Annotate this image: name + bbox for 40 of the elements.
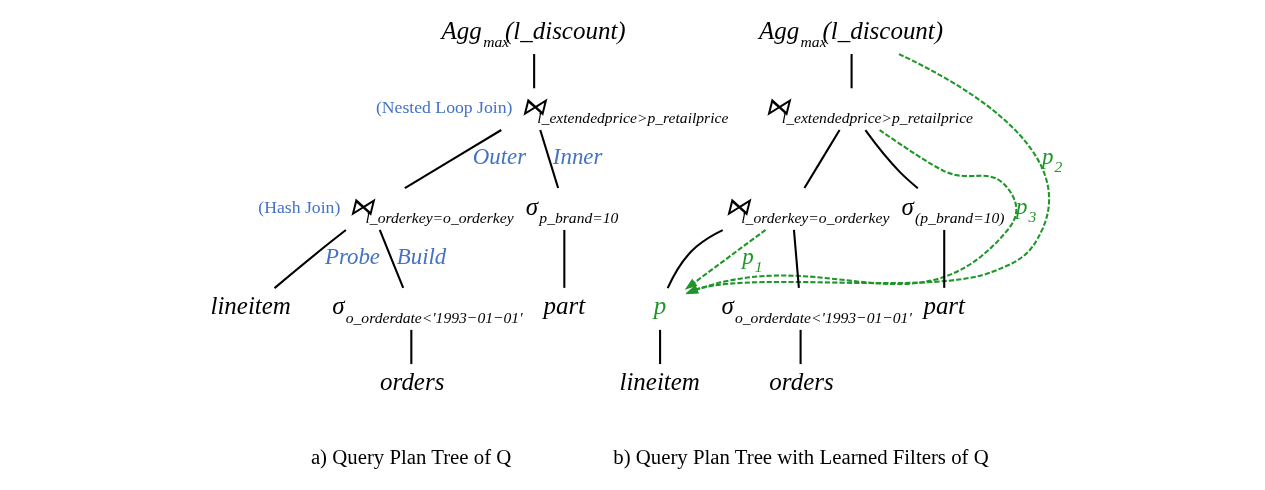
connector bbox=[659, 329, 662, 365]
node-text: σ$_{p_brand=10}$ bbox=[525, 192, 619, 226]
connector bbox=[410, 329, 413, 365]
node-text: p bbox=[653, 292, 667, 320]
node-text: lineitem bbox=[210, 292, 291, 320]
connector bbox=[533, 54, 536, 89]
connector bbox=[404, 129, 502, 189]
node-text: σ$_{o_orderdate<'1993−01−01'}$ bbox=[332, 292, 523, 326]
connector bbox=[799, 329, 802, 365]
arrow bbox=[684, 229, 767, 290]
node-text: orders bbox=[380, 368, 445, 396]
node-text: lineitem bbox=[619, 368, 700, 396]
edge-label: p$_{1}$ bbox=[742, 243, 763, 276]
node-text: Agg$_{max}$(l_discount) bbox=[758, 16, 944, 51]
edge-label: Probe bbox=[324, 243, 380, 269]
node-text: σ$_{(p_brand=10)}$ bbox=[901, 192, 1005, 226]
label: a) Query Plan Tree of Q bbox=[310, 445, 512, 470]
connector bbox=[378, 229, 405, 289]
node-text: orders bbox=[769, 368, 834, 396]
connector bbox=[273, 229, 347, 289]
node-text: σ$_{o_orderdate<'1993−01−01'}$ bbox=[721, 292, 912, 326]
node-label: (Hash Join) bbox=[258, 197, 341, 218]
node-text: part bbox=[543, 292, 586, 320]
connector bbox=[850, 54, 853, 89]
connector bbox=[539, 129, 560, 189]
edge-label: Build bbox=[396, 243, 447, 269]
connector bbox=[943, 229, 946, 288]
node-text: part bbox=[923, 292, 966, 320]
connector bbox=[666, 229, 724, 289]
connector bbox=[864, 129, 919, 189]
edge-label: p$_{3}$ bbox=[1016, 193, 1037, 226]
label: b) Query Plan Tree with Learned Filters of Q bbox=[613, 445, 989, 470]
edge-label: p$_{2}$ bbox=[1042, 143, 1063, 176]
node-text: Agg$_{max}$(l_discount) bbox=[441, 16, 626, 51]
connector bbox=[803, 129, 841, 189]
node-label: (Nested Loop Join) bbox=[375, 97, 513, 118]
edge-label: Inner bbox=[552, 143, 603, 169]
connector bbox=[563, 229, 566, 288]
connector bbox=[792, 229, 800, 288]
edge-label: Outer bbox=[472, 143, 527, 169]
